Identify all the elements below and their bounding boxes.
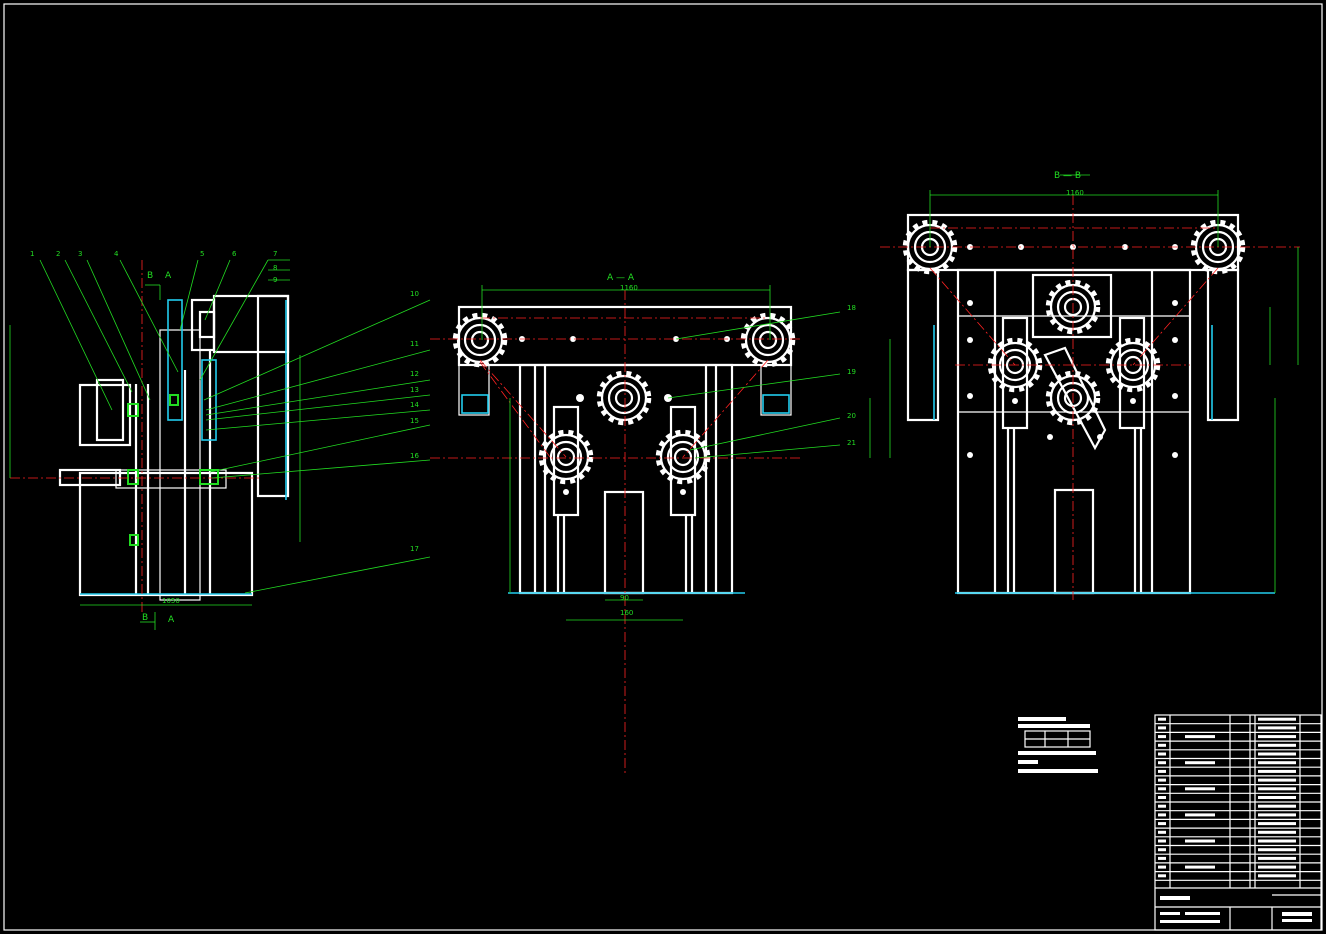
part-label: 19: [847, 368, 856, 376]
section-b-b-view: B — B: [880, 171, 1300, 600]
view-mark-a-bottom: A: [168, 615, 175, 625]
svg-text:90: 90: [620, 594, 629, 602]
part-label: 7: [273, 250, 277, 258]
part-label: 13: [410, 386, 419, 394]
part-label: 9: [273, 276, 277, 284]
part-label: 11: [410, 340, 419, 348]
part-label: 6: [232, 250, 237, 258]
part-label: 1: [30, 250, 34, 258]
technical-notes: [1018, 717, 1098, 773]
part-label: 14: [410, 401, 419, 409]
part-label: 17: [410, 545, 419, 553]
svg-text:1160: 1160: [1066, 189, 1084, 197]
part-labels: 1 2 3 4 5 6 7 8 9 10 11 12 13 14 15 16 1…: [30, 250, 419, 553]
part-label: 21: [847, 439, 856, 447]
part-label: 15: [410, 417, 419, 425]
view-mark-a-top: A: [165, 271, 172, 281]
svg-text:1050: 1050: [162, 597, 180, 605]
drawing-frame: [3, 3, 1323, 931]
part-label: 10: [410, 290, 419, 298]
part-label: 18: [847, 304, 856, 312]
part-label: 8: [273, 264, 277, 272]
part-label: 2: [56, 250, 60, 258]
view-mark-b-top: B: [147, 271, 153, 281]
svg-text:1160: 1160: [620, 284, 638, 292]
part-label: 4: [114, 250, 119, 258]
part-label: 5: [200, 250, 204, 258]
part-label: 16: [410, 452, 419, 460]
side-view: 1050 B A B A: [9, 250, 431, 630]
title-block: [1154, 714, 1322, 931]
section-a-a-view: A — A: [430, 273, 891, 775]
part-label: 12: [410, 370, 419, 378]
part-label: 20: [847, 412, 856, 420]
part-label: 3: [78, 250, 82, 258]
svg-text:160: 160: [620, 609, 633, 617]
view-mark-b-bottom: B: [142, 613, 148, 623]
section-b-b-title: B — B: [1054, 171, 1081, 181]
bom-table: [1155, 717, 1321, 881]
section-a-a-title: A — A: [607, 273, 635, 283]
